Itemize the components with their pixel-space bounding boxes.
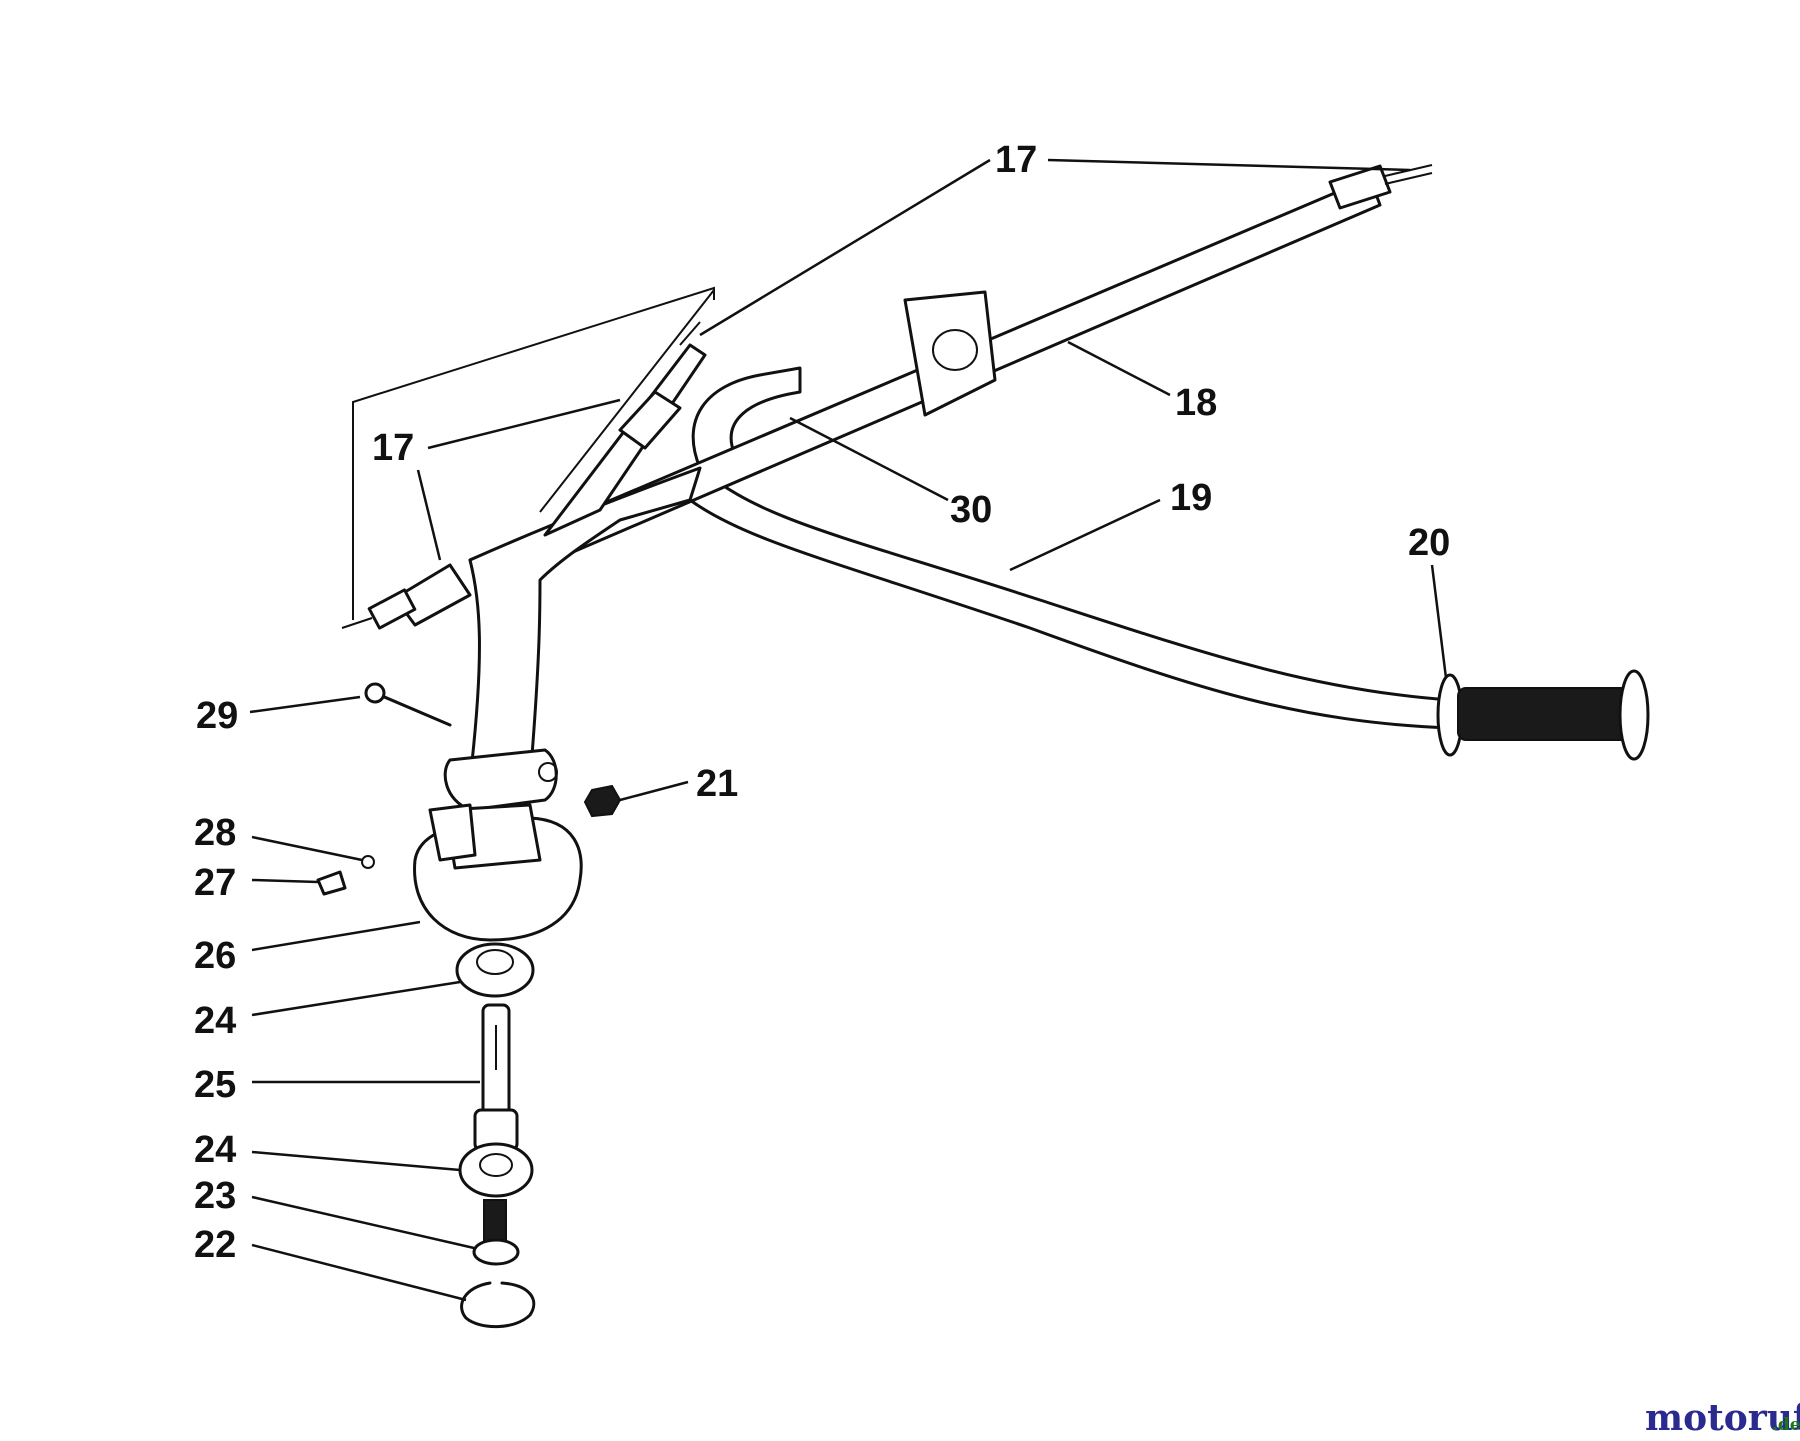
leader-19	[1009, 498, 1161, 572]
leader-18	[1067, 340, 1171, 397]
callout-22: 22	[194, 1224, 236, 1266]
threaded-end	[483, 1199, 507, 1243]
stem-collar-bolt	[538, 762, 558, 782]
callout-20: 20	[1408, 522, 1450, 564]
watermark-suffix: .de	[1772, 1415, 1800, 1435]
stem-tube	[468, 466, 702, 782]
washer-28	[361, 855, 375, 869]
callout-17-top: 17	[995, 139, 1037, 181]
grip-cap-right	[1618, 669, 1650, 761]
bolt-29-head	[364, 682, 386, 704]
callout-26: 26	[194, 935, 236, 977]
leader-26	[251, 920, 421, 952]
callout-23: 23	[194, 1175, 236, 1217]
grip-body	[1457, 687, 1634, 741]
callout-21: 21	[696, 763, 738, 805]
callout-25: 25	[194, 1064, 236, 1106]
bearing-housing-slot	[428, 803, 477, 862]
bearing-top-inner	[476, 949, 514, 975]
detail-frame-diagonal	[539, 289, 715, 513]
callout-17-left: 17	[372, 427, 414, 469]
callout-29: 29	[196, 695, 238, 737]
cable-clamp	[903, 290, 997, 417]
detail-frame	[352, 286, 715, 620]
leader-27	[251, 878, 319, 884]
callout-28: 28	[194, 812, 236, 854]
screw-27	[316, 870, 347, 896]
washer	[472, 1238, 520, 1266]
bearing-bottom	[458, 1142, 534, 1198]
bearing-bottom-inner	[479, 1153, 513, 1177]
leader-28	[251, 835, 363, 862]
handlebar-bar	[688, 466, 1452, 730]
watermark: motoruf .de	[1645, 1397, 1800, 1439]
bearing-top	[455, 942, 535, 998]
leader-29	[249, 695, 361, 714]
nut-21	[583, 784, 622, 818]
leader-23	[251, 1195, 475, 1250]
leader-21	[619, 780, 689, 802]
leader-17b-down	[416, 469, 442, 561]
leader-17a-right	[1047, 158, 1411, 172]
cable-sheath	[1328, 164, 1392, 210]
callout-24-top: 24	[194, 1000, 236, 1042]
callout-27: 27	[194, 862, 236, 904]
leader-17b	[427, 398, 621, 450]
leader-22	[251, 1243, 467, 1302]
callout-18: 18	[1175, 382, 1217, 424]
leader-20	[1430, 564, 1448, 679]
watermark-brand: motoruf	[1645, 1397, 1800, 1439]
cable-ferrule-left	[367, 588, 417, 630]
handlebar-bend	[691, 366, 802, 470]
stem-collar	[443, 748, 558, 812]
callout-24-bottom: 24	[194, 1129, 236, 1171]
leader-17a-left	[699, 158, 991, 337]
clamp-hole	[932, 329, 978, 371]
circlip	[460, 1281, 536, 1329]
leader-24a	[251, 980, 461, 1017]
cable-thread-left	[341, 617, 373, 629]
callout-19: 19	[1170, 477, 1212, 519]
leader-24b	[251, 1150, 461, 1172]
bolt-29	[373, 691, 452, 727]
cable-fitting-inset	[618, 390, 682, 450]
cable-wire-inset	[679, 321, 701, 346]
callout-30: 30	[950, 489, 992, 531]
leader-30	[789, 416, 949, 502]
cable-end-right-2	[1384, 172, 1433, 185]
